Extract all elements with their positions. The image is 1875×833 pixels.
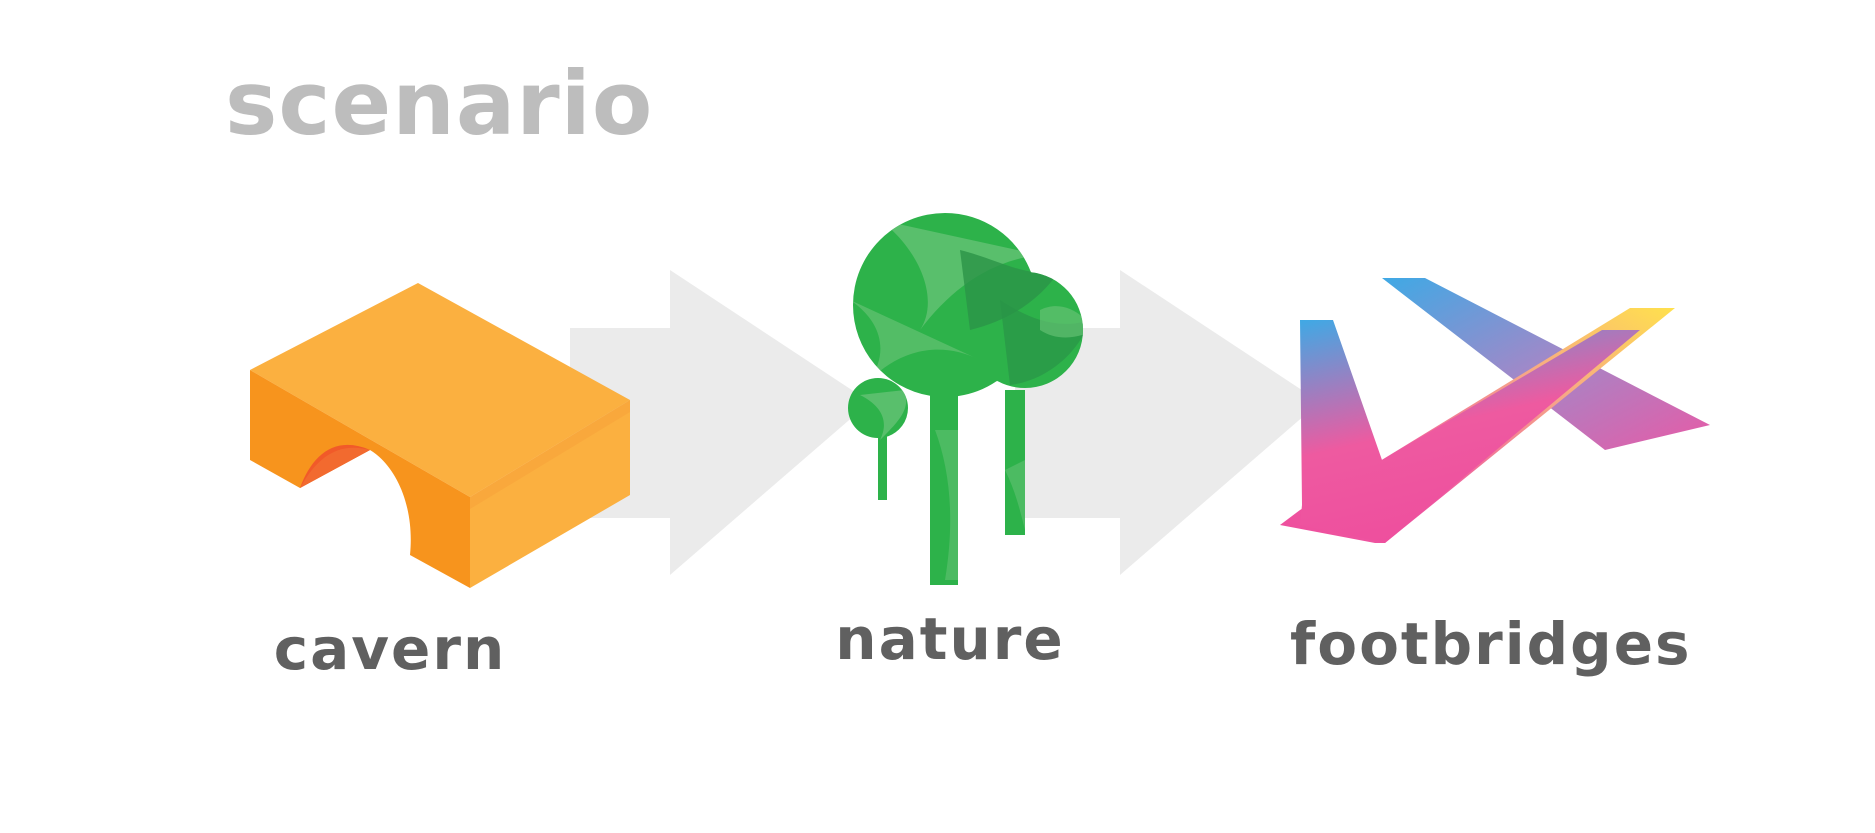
stage-label-nature: nature (835, 605, 1065, 673)
stage-label-cavern: cavern (273, 615, 507, 683)
stage-label-footbridges: footbridges (1290, 610, 1692, 678)
diagram-title: scenario (225, 52, 654, 155)
cavern-block-icon (250, 283, 630, 588)
flow-arrow-2 (1015, 270, 1320, 575)
footbridges-icon (1280, 278, 1710, 543)
flow-arrow-1 (570, 270, 870, 575)
